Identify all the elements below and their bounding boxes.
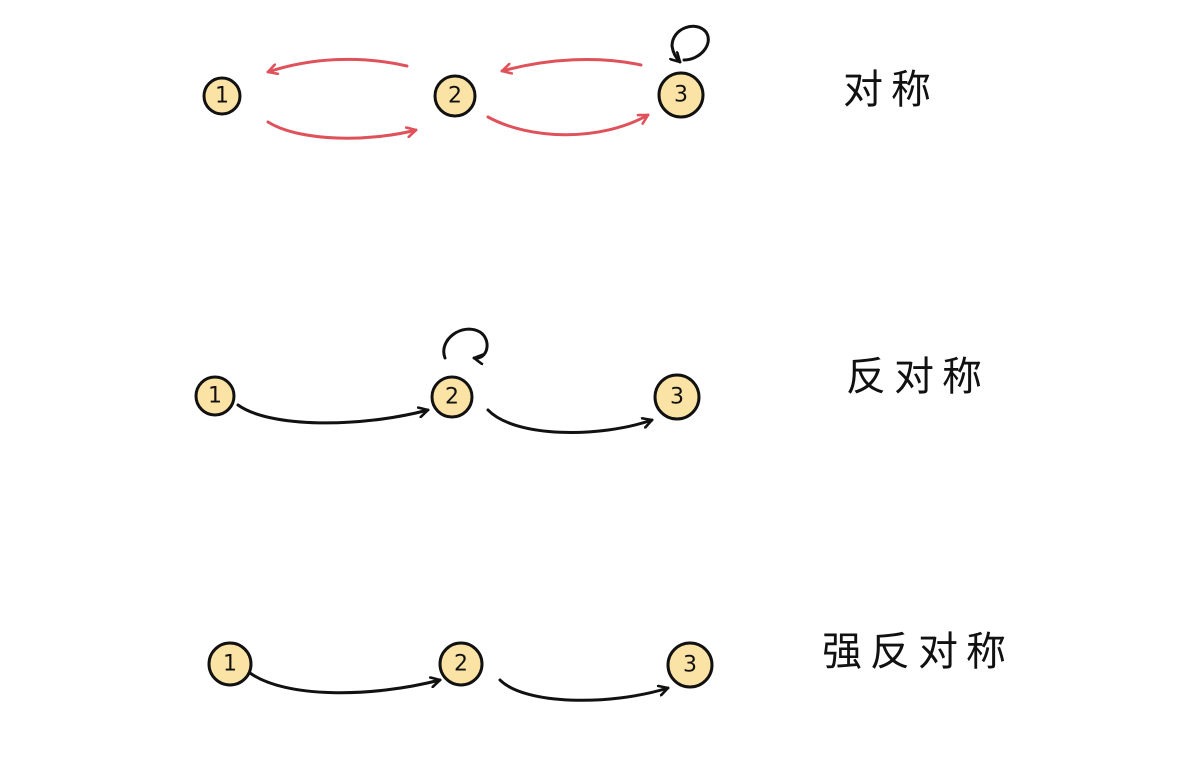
edge-3-to-2 [500, 57, 643, 71]
node-label: 1 [208, 384, 222, 409]
node-1: 1 [202, 76, 242, 116]
edge-2-to-1 [266, 57, 409, 72]
edge-2-to-3 [486, 113, 650, 137]
node-label: 3 [683, 653, 697, 678]
node-label: 1 [223, 652, 237, 677]
edge-1-to-2 [248, 671, 442, 695]
row-antisymmetric: 1 2 3 反对称 [194, 327, 990, 434]
node-1: 1 [207, 641, 253, 687]
edge-2-to-3 [498, 678, 670, 702]
node-label: 2 [448, 84, 462, 109]
row-symmetric: 1 2 3 对称 [202, 24, 939, 140]
row-label: 对称 [843, 67, 939, 113]
node-label: 3 [674, 83, 688, 108]
edge-2-to-3 [486, 408, 654, 434]
row-label: 反对称 [846, 354, 990, 400]
node-label: 2 [454, 652, 468, 677]
row-strongly-antisymmetric: 1 2 3 强反对称 [207, 629, 1014, 702]
node-label: 1 [215, 84, 229, 109]
node-3: 3 [666, 641, 714, 689]
node-1: 1 [194, 375, 236, 417]
row-label: 强反对称 [822, 629, 1014, 675]
node-label: 2 [445, 385, 459, 410]
edge-1-to-2 [266, 120, 418, 140]
node-2: 2 [430, 375, 474, 419]
node-3: 3 [653, 373, 701, 421]
edge-2-to-2-loop [442, 327, 489, 358]
edge-1-to-2 [236, 403, 430, 425]
node-label: 3 [670, 385, 684, 410]
node-3: 3 [657, 71, 705, 119]
node-2: 2 [433, 74, 477, 118]
node-2: 2 [438, 641, 484, 687]
edge-3-to-3-loop [672, 24, 710, 64]
